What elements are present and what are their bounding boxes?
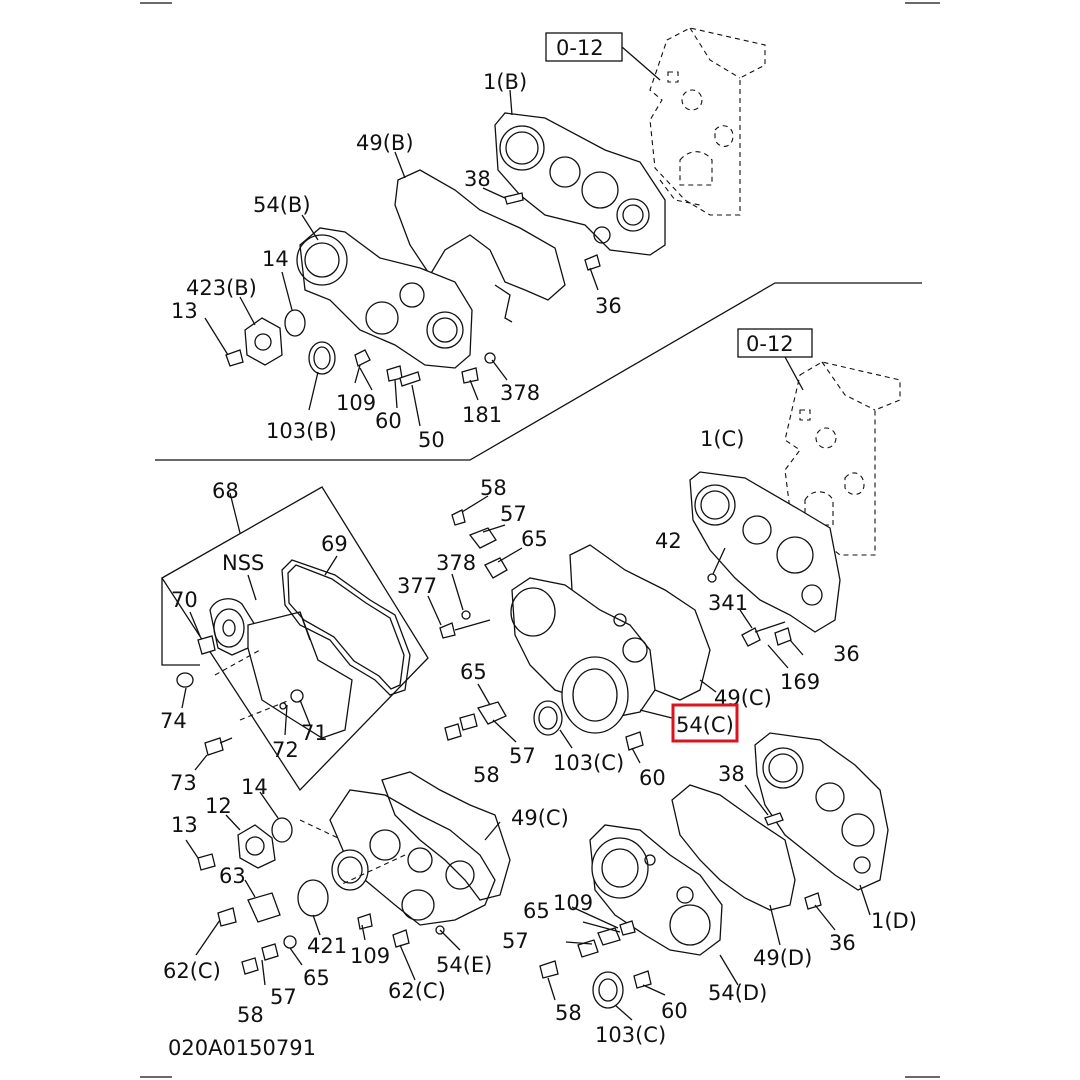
label-65d[interactable]: 65 — [523, 899, 550, 923]
label-169[interactable]: 169 — [780, 670, 820, 694]
timing-case-54d — [589, 824, 723, 956]
leader-lines-bottom-left — [185, 791, 501, 986]
label-12[interactable]: 12 — [205, 794, 232, 818]
label-36c[interactable]: 36 — [829, 931, 856, 955]
label-341[interactable]: 341 — [708, 591, 748, 615]
label-60a[interactable]: 60 — [375, 409, 402, 433]
ref-label-top[interactable]: 0-12 — [556, 36, 604, 60]
kit-box-68 — [161, 486, 429, 792]
gasket-49b — [394, 169, 566, 323]
label-38b[interactable]: 38 — [718, 762, 745, 786]
timing-case-1d — [754, 732, 889, 891]
leader-lines-left — [181, 555, 338, 771]
label-69[interactable]: 69 — [321, 532, 348, 556]
label-58c[interactable]: 58 — [237, 1003, 264, 1027]
label-1c[interactable]: 1(C) — [700, 427, 744, 451]
crop-marks — [140, 2, 940, 1078]
section-divider — [155, 282, 922, 461]
label-60b[interactable]: 60 — [639, 766, 666, 790]
label-58a[interactable]: 58 — [480, 476, 507, 500]
label-103b[interactable]: 103(B) — [266, 419, 337, 443]
label-57d[interactable]: 57 — [502, 929, 529, 953]
gasket-49c-lower — [381, 771, 511, 901]
ref-box-top: 0-12 — [545, 32, 661, 81]
label-71[interactable]: 71 — [301, 721, 328, 745]
timing-case-1c — [689, 471, 841, 633]
label-54b[interactable]: 54(B) — [253, 193, 311, 217]
label-38a[interactable]: 38 — [464, 167, 491, 191]
label-14b[interactable]: 14 — [241, 775, 268, 799]
label-54e[interactable]: 54(E) — [436, 953, 492, 977]
gasket-49d — [671, 784, 796, 911]
label-57a[interactable]: 57 — [500, 502, 527, 526]
leader-lines-mid — [427, 495, 804, 764]
label-36b[interactable]: 36 — [833, 642, 860, 666]
label-1b[interactable]: 1(B) — [483, 70, 527, 94]
ref-label-mid[interactable]: 0-12 — [746, 332, 794, 356]
label-423b[interactable]: 423(B) — [186, 276, 257, 300]
highlight-box — [671, 703, 739, 743]
leader-lines-bottom-right — [547, 784, 871, 1021]
label-65b[interactable]: 65 — [460, 660, 487, 684]
small-parts-bottom-right — [539, 892, 822, 1009]
nss-pump — [176, 598, 353, 739]
label-54c[interactable]: 54(C) — [676, 713, 734, 737]
ref-box-mid: 0-12 — [737, 328, 813, 391]
label-378b[interactable]: 378 — [436, 551, 476, 575]
label-58d[interactable]: 58 — [555, 1001, 582, 1025]
leader-lines-top — [204, 89, 599, 427]
label-73[interactable]: 73 — [170, 771, 197, 795]
label-181[interactable]: 181 — [462, 403, 502, 427]
label-13a[interactable]: 13 — [171, 299, 198, 323]
label-57c[interactable]: 57 — [270, 985, 297, 1009]
gasket-69 — [281, 559, 411, 696]
label-62c-right[interactable]: 62(C) — [388, 979, 446, 1003]
label-36a[interactable]: 36 — [595, 294, 622, 318]
timing-case-1b — [494, 112, 666, 256]
label-50[interactable]: 50 — [418, 428, 445, 452]
label-72[interactable]: 72 — [272, 738, 299, 762]
label-62c-left[interactable]: 62(C) — [163, 959, 221, 983]
timing-case-54b — [296, 227, 473, 369]
label-109b[interactable]: 109 — [350, 944, 390, 968]
engine-block-top — [649, 27, 766, 216]
label-13b[interactable]: 13 — [171, 813, 198, 837]
label-421[interactable]: 421 — [307, 934, 347, 958]
small-parts-mid-center — [439, 509, 644, 751]
timing-case-54c — [510, 577, 656, 734]
small-parts-bottom-left — [197, 817, 445, 975]
label-49d[interactable]: 49(D) — [753, 946, 812, 970]
label-42[interactable]: 42 — [655, 529, 682, 553]
label-58b[interactable]: 58 — [473, 763, 500, 787]
label-109a[interactable]: 109 — [336, 391, 376, 415]
small-parts-mid-right — [707, 573, 792, 647]
label-103c-lower[interactable]: 103(C) — [595, 1023, 666, 1047]
engine-block-mid — [784, 361, 901, 556]
label-377[interactable]: 377 — [397, 574, 437, 598]
label-109c[interactable]: 109 — [553, 891, 593, 915]
label-49b[interactable]: 49(B) — [356, 131, 414, 155]
figure-code: 020A0150791 — [168, 1036, 316, 1060]
label-60c[interactable]: 60 — [661, 999, 688, 1023]
timing-case-54e — [329, 789, 496, 926]
label-63[interactable]: 63 — [219, 864, 246, 888]
label-378a[interactable]: 378 — [500, 381, 540, 405]
label-70[interactable]: 70 — [171, 588, 198, 612]
label-65a[interactable]: 65 — [521, 527, 548, 551]
label-68[interactable]: 68 — [212, 479, 239, 503]
label-1d[interactable]: 1(D) — [871, 909, 917, 933]
bolt-73 — [204, 737, 233, 756]
label-54d[interactable]: 54(D) — [708, 981, 767, 1005]
label-57b[interactable]: 57 — [509, 744, 536, 768]
small-parts-top — [225, 192, 601, 387]
label-65c[interactable]: 65 — [303, 966, 330, 990]
label-49c-lower[interactable]: 49(C) — [511, 806, 569, 830]
label-103c-upper[interactable]: 103(C) — [553, 751, 624, 775]
label-nss[interactable]: NSS — [222, 551, 264, 575]
label-14a[interactable]: 14 — [262, 247, 289, 271]
label-74[interactable]: 74 — [160, 709, 187, 733]
